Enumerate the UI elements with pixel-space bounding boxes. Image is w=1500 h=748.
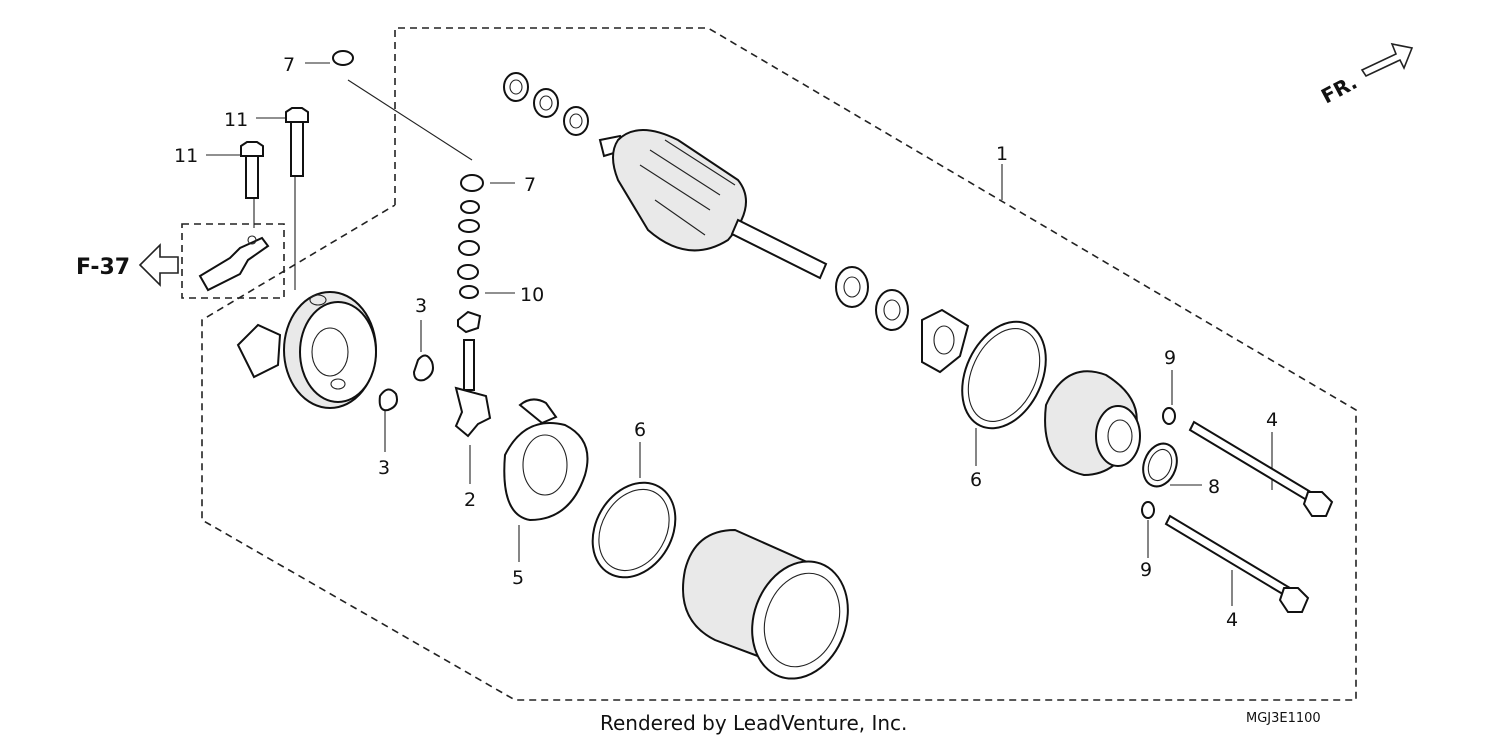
long-bolt-lower <box>1164 514 1310 613</box>
brush-spring-upper <box>412 354 434 382</box>
diagram-code: MGJ3E1100 <box>1246 711 1321 726</box>
front-cover <box>1044 370 1141 477</box>
callout-9-upper: 9 <box>1164 347 1176 369</box>
washer-stack <box>332 50 484 334</box>
callout-1: 1 <box>996 143 1008 165</box>
brush-holder <box>503 398 589 522</box>
callout-2: 2 <box>464 489 476 511</box>
callout-7-left: 7 <box>283 54 295 76</box>
callout-3-lower: 3 <box>378 457 390 479</box>
callout-6-left: 6 <box>634 419 646 441</box>
callout-9-lower: 9 <box>1140 559 1152 581</box>
bolt-item-11-left <box>240 141 264 199</box>
callout-8: 8 <box>1208 476 1220 498</box>
armature-washers <box>835 266 909 331</box>
callout-5: 5 <box>512 567 524 589</box>
callout-10: 10 <box>520 284 544 306</box>
footer-credit: Rendered by LeadVenture, Inc. <box>600 711 907 735</box>
assembly-boundary <box>201 27 1357 701</box>
callout-3-upper: 3 <box>415 295 427 317</box>
leader-lines <box>206 62 1273 606</box>
o-ring-right <box>961 320 1047 430</box>
ref-label: F-37 <box>76 255 130 280</box>
washer-item-9-lower <box>1141 501 1155 519</box>
rear-cover <box>236 291 377 409</box>
front-direction-arrow <box>1360 42 1414 78</box>
ref-arrow <box>138 243 179 287</box>
long-bolt-upper <box>1188 420 1334 517</box>
callout-11-upper: 11 <box>224 109 248 131</box>
o-ring-item-8 <box>1142 442 1178 488</box>
brush-spring-lower <box>378 388 398 412</box>
insulator-plate <box>921 308 970 374</box>
thrust-washers-top <box>503 72 589 136</box>
bolt-item-11-right <box>285 107 309 177</box>
callout-4-upper: 4 <box>1266 409 1278 431</box>
callout-11-lower: 11 <box>174 145 198 167</box>
direction-label: FR. <box>1317 70 1361 109</box>
callout-4-lower: 4 <box>1226 609 1238 631</box>
terminal-bolt <box>454 339 492 438</box>
terminal-detail-box <box>181 223 285 299</box>
callout-6-right: 6 <box>970 469 982 491</box>
callout-7-right: 7 <box>524 174 536 196</box>
terminal-connector <box>198 235 270 292</box>
o-ring-left <box>591 481 677 579</box>
motor-yoke <box>682 528 849 680</box>
armature <box>598 129 828 280</box>
washer-item-9-upper <box>1162 407 1176 425</box>
